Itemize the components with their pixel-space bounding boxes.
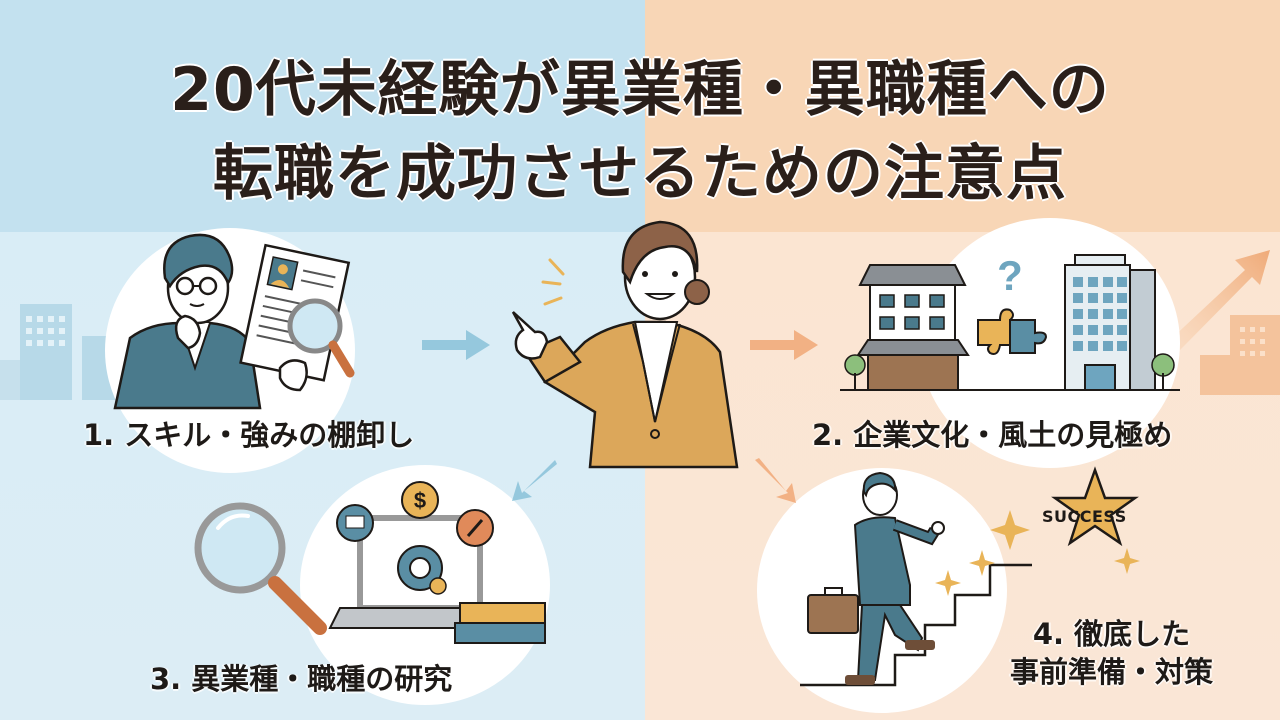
svg-text:$: $ bbox=[414, 488, 426, 513]
laptop-research-icon: $ bbox=[194, 481, 546, 644]
header-background-peach bbox=[645, 0, 1280, 232]
point-2-label: 2. 企業文化・風土の見極め bbox=[812, 418, 1173, 452]
company-culture-buildings-icon: ? bbox=[840, 252, 1180, 391]
point-1-label: 1. スキル・強みの棚卸し bbox=[83, 418, 415, 452]
point-4-label-line-2: 事前準備・対策 bbox=[1010, 655, 1214, 689]
title-line-2: 転職を成功させるための注意点 bbox=[213, 139, 1067, 209]
title-line-1: 20代未経験が異業種・異職種への bbox=[170, 55, 1110, 125]
point-4-label: 4. 徹底した 事前準備・対策 bbox=[1010, 615, 1213, 691]
resume-magnifier-icon bbox=[113, 233, 355, 410]
arrow-right-orange-icon bbox=[750, 330, 818, 360]
success-badge: SUCCESS bbox=[1042, 507, 1127, 526]
point-3-label: 3. 異業種・職種の研究 bbox=[150, 662, 453, 696]
stairs-success-icon bbox=[800, 466, 1140, 687]
presenter-woman-icon bbox=[511, 220, 739, 469]
arrow-down-right-orange-icon bbox=[755, 458, 796, 503]
arrow-right-blue-icon bbox=[422, 330, 490, 360]
header-background-blue bbox=[0, 0, 645, 232]
point-4-label-line-1: 4. 徹底した bbox=[1032, 617, 1191, 651]
arrow-down-left-blue-icon bbox=[512, 460, 557, 501]
growth-arrow-skyline-icon bbox=[1170, 250, 1280, 395]
page-title: 20代未経験が異業種・異職種への 転職を成功させるための注意点 bbox=[0, 48, 1280, 216]
svg-text:?: ? bbox=[997, 252, 1023, 299]
